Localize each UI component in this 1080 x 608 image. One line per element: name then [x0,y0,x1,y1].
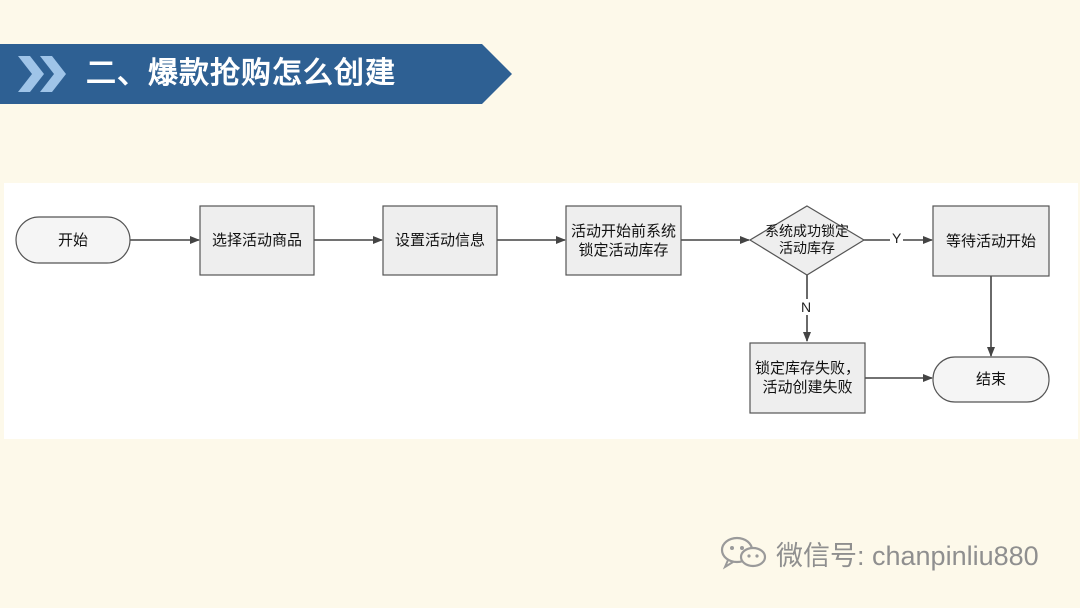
watermark: 微信号: chanpinliu880 [718,535,1039,571]
wechat-icon [720,536,767,570]
header-bar [0,44,512,104]
node-decision: 系统成功锁定活动库存 [765,223,849,257]
node-lock-stock: 活动开始前系统锁定活动库存 [570,221,676,259]
node-wait-start-shape [932,205,1050,277]
flowchart-canvas [15,205,1050,414]
node-start: 开始 [57,230,88,249]
node-select-goods: 选择活动商品 [211,231,302,249]
node-lock-stock-shape [565,205,682,276]
node-lock-failed-shape [749,342,866,414]
section-header: 二、爆款抢购怎么创建 [0,44,512,104]
edge-label-no: N [799,299,814,315]
page-title: 二、爆款抢购怎么创建 [86,56,396,91]
node-wait-start: 等待活动开始 [945,231,1036,250]
watermark-text: 微信号: chanpinliu880 [776,540,1039,571]
node-start-shape [15,216,131,264]
node-set-info-shape [382,205,498,276]
node-set-info: 设置活动信息 [394,231,485,249]
node-end: 结束 [975,370,1006,388]
node-lock-failed: 锁定库存失败，活动创建失败 [754,359,860,396]
flowchart-panel: 开始 选择活动商品 设置活动信息 活动开始前系统锁定活动库存 系统成功锁定活动库… [4,183,1078,439]
edge-label-yes: Y [890,230,904,246]
node-select-goods-shape [199,205,315,276]
node-decision-shape [748,205,866,276]
double-chevron-icon [18,56,66,92]
node-end-shape [932,356,1050,403]
